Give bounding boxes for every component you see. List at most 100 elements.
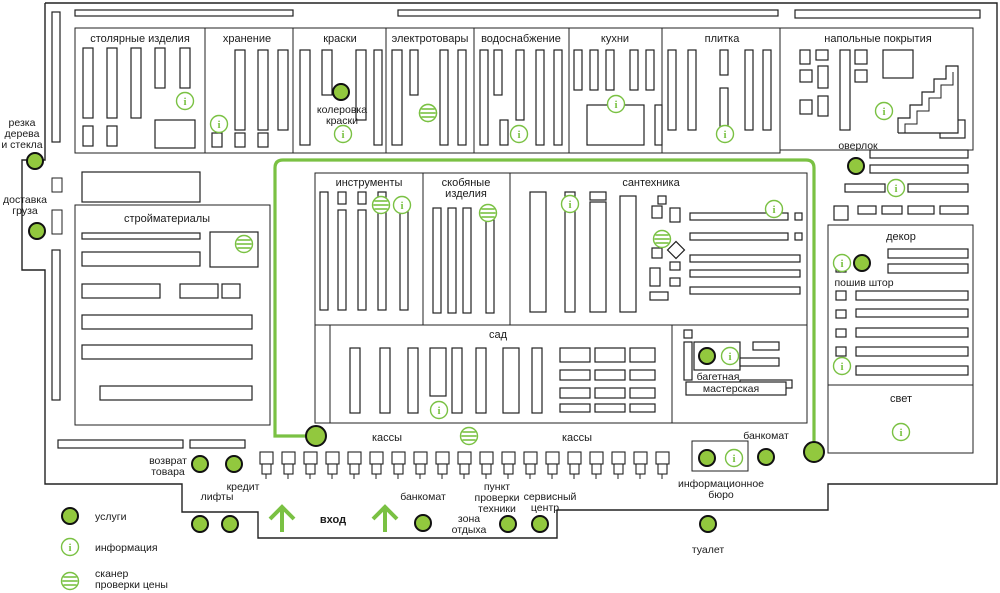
price-scanner-icon[interactable]: [652, 229, 672, 249]
label-rest-2: отдыха: [452, 524, 487, 536]
info-icon[interactable]: i: [606, 94, 626, 114]
dept-label-tools: инструменты: [336, 177, 403, 189]
svg-text:i: i: [68, 542, 71, 554]
checkout-till: [303, 451, 318, 479]
label-returns-2: товара: [151, 466, 185, 478]
checkout-till: [457, 451, 472, 479]
checkout-till: [523, 451, 538, 479]
svg-text:i: i: [183, 96, 186, 108]
dept-label-tiles: плитка: [705, 33, 741, 45]
price-scanner-icon[interactable]: [371, 195, 391, 215]
legend-scanner-icon: [60, 571, 80, 591]
info-icon[interactable]: i: [886, 178, 906, 198]
label-rest-1: зона: [458, 513, 480, 525]
service-point-icon[interactable]: [847, 157, 865, 175]
service-point-icon[interactable]: [191, 515, 209, 533]
label-techcheck-3: техники: [478, 503, 516, 515]
label-delivery-1: доставка: [3, 194, 47, 206]
dept-storage: хранение: [204, 27, 294, 154]
service-point-icon[interactable]: [853, 254, 871, 272]
checkout-lanes: [259, 451, 670, 479]
label-toilet: туалет: [692, 544, 725, 556]
service-points: [26, 83, 871, 533]
service-point-icon[interactable]: [28, 222, 46, 240]
service-point-icon[interactable]: [225, 455, 243, 473]
checkout-till: [545, 451, 560, 479]
price-scanner-icon[interactable]: [234, 234, 254, 254]
service-point-icon[interactable]: [221, 515, 239, 533]
service-point-icon[interactable]: [332, 83, 350, 101]
service-point-icon[interactable]: [191, 455, 209, 473]
info-icon[interactable]: i: [429, 400, 449, 420]
price-scanner-icon[interactable]: [418, 103, 438, 123]
svg-text:i: i: [400, 200, 403, 212]
label-curtains: пошив штор: [834, 277, 893, 289]
dept-label-fasteners-1: скобяные: [442, 177, 491, 189]
checkout-till: [655, 451, 670, 479]
svg-text:i: i: [341, 129, 344, 141]
info-icon[interactable]: i: [832, 356, 852, 376]
label-infodesk-2: бюро: [708, 489, 734, 501]
dept-label-lighting: свет: [890, 393, 912, 405]
svg-text:i: i: [899, 427, 902, 439]
service-point-icon[interactable]: [499, 515, 517, 533]
legend-services-label: услуги: [95, 511, 127, 523]
info-icon[interactable]: i: [509, 124, 529, 144]
legend-scanner-label-2: проверки цены: [95, 579, 168, 591]
label-techcheck-1: пункт: [484, 481, 510, 493]
svg-text:i: i: [217, 119, 220, 131]
service-point-icon[interactable]: [414, 514, 432, 532]
dept-electrical: электротовары: [385, 27, 475, 154]
dept-tiles: плитка: [661, 27, 781, 154]
info-icon[interactable]: i: [891, 422, 911, 442]
info-icon[interactable]: i: [175, 91, 195, 111]
info-icon[interactable]: i: [874, 101, 894, 121]
info-icon[interactable]: i: [392, 195, 412, 215]
checkout-till: [501, 451, 516, 479]
info-icon[interactable]: i: [560, 194, 580, 214]
info-icon[interactable]: i: [209, 114, 229, 134]
label-cutting-1: резка: [9, 117, 36, 129]
info-icon[interactable]: i: [724, 448, 744, 468]
label-overlock: оверлок: [838, 140, 878, 152]
svg-text:i: i: [517, 129, 520, 141]
service-point-icon[interactable]: [305, 425, 327, 447]
checkout-till: [391, 451, 406, 479]
service-point-icon[interactable]: [698, 347, 716, 365]
dept-label-joinery: столярные изделия: [90, 33, 190, 45]
info-icon[interactable]: i: [832, 253, 852, 273]
service-point-icon[interactable]: [803, 441, 825, 463]
checkout-label-right: кассы: [562, 432, 592, 444]
info-icon[interactable]: i: [715, 124, 735, 144]
service-point-icon[interactable]: [698, 449, 716, 467]
dept-kitchens: кухни: [568, 27, 663, 154]
svg-text:i: i: [840, 258, 843, 270]
price-scanner-icon[interactable]: [478, 203, 498, 223]
legend-service-icon: [61, 507, 79, 525]
dept-lighting: свет: [827, 384, 974, 454]
label-credit: кредит: [227, 481, 260, 493]
label-atm-right: банкомат: [743, 430, 789, 442]
info-icon[interactable]: i: [333, 124, 353, 144]
service-point-icon[interactable]: [757, 448, 775, 466]
svg-text:i: i: [728, 351, 731, 363]
info-icon[interactable]: i: [764, 199, 784, 219]
service-point-icon[interactable]: [531, 515, 549, 533]
checkout-till: [567, 451, 582, 479]
legend-info-icon: i: [60, 537, 80, 557]
dept-decor: декор: [827, 224, 974, 386]
dept-tools: инструменты: [319, 173, 424, 325]
framing-workshop-area: [683, 329, 793, 396]
service-point-icon[interactable]: [699, 515, 717, 533]
service-labels: резка дерева и стекла доставка груза кол…: [1, 104, 893, 556]
customer-route: [273, 158, 816, 452]
info-icon[interactable]: i: [720, 346, 740, 366]
service-point-icon[interactable]: [26, 152, 44, 170]
dept-label-electrical: электротовары: [392, 33, 469, 45]
checkout-till: [435, 451, 450, 479]
label-service-center-1: сервисный: [524, 491, 577, 503]
checkout-till: [369, 451, 384, 479]
label-cutting-3: и стекла: [1, 139, 42, 151]
price-scanner-icon[interactable]: [459, 426, 479, 446]
